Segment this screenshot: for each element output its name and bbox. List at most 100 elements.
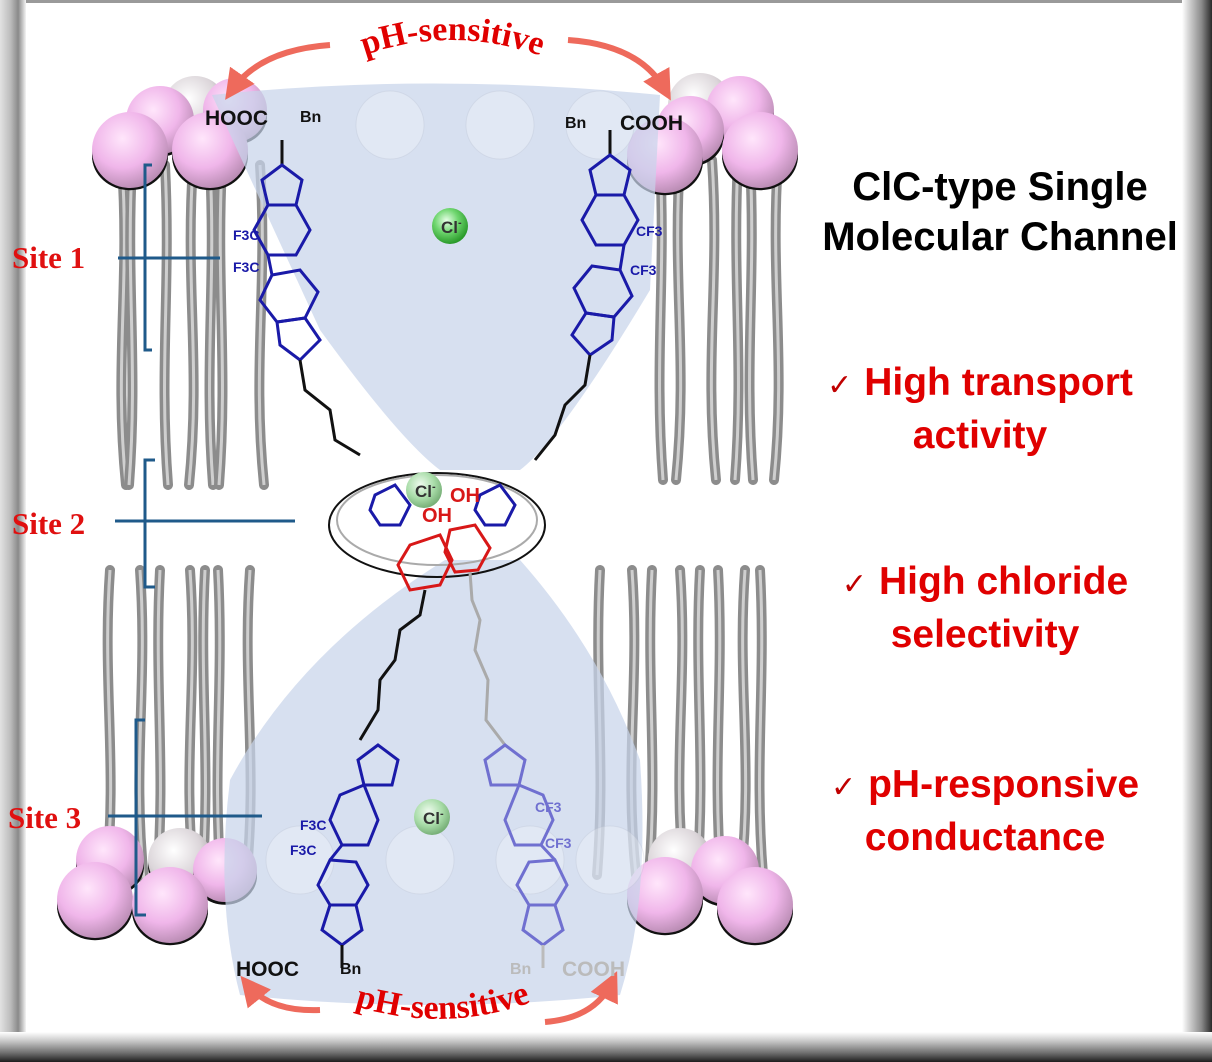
lipid-tail-highlight <box>709 159 718 481</box>
lipid-tail-highlight <box>739 569 748 876</box>
lipid-head <box>627 857 703 933</box>
channel-upper-cone <box>212 83 660 470</box>
ion-symbol: Cl <box>441 218 458 237</box>
lipid-tail-highlight <box>772 159 781 481</box>
ion-charge: - <box>440 808 444 820</box>
frame-left-edge <box>0 0 26 1062</box>
check-icon: ✓ <box>827 368 853 403</box>
lipid-tail-highlight <box>695 569 702 876</box>
ion-charge: - <box>458 217 462 229</box>
chloride-ion-middle <box>406 472 442 508</box>
site-2-bracket <box>115 458 295 589</box>
ph-arrow-top-left <box>225 42 331 100</box>
site-2-label: Site 2 <box>12 506 86 541</box>
site-brackets <box>108 163 295 917</box>
central-core <box>358 483 517 746</box>
feature-chloride-selectivity: ✓ High chloride selectivity <box>805 557 1165 660</box>
lipid-heads <box>57 73 798 946</box>
feature-1-line-1: High transport <box>864 361 1133 404</box>
lipid-tail-highlight <box>733 159 740 481</box>
lower-right-arm <box>483 743 569 968</box>
lipid-head <box>722 112 798 188</box>
lipid-tail-highlight <box>758 569 765 876</box>
lipid-tail-highlight <box>658 159 665 481</box>
feature-2-line-2: selectivity <box>890 613 1080 656</box>
check-icon: ✓ <box>830 770 857 805</box>
hooc-top-left: HOOC <box>205 107 268 130</box>
frame-top-edge <box>0 0 1212 3</box>
bn-bottom-right: Bn <box>510 961 531 978</box>
lipid-tail-highlight <box>748 159 755 481</box>
figure-title: ClC-type Single Molecular Channel <box>815 162 1185 262</box>
upper-right-arm <box>533 130 640 461</box>
ion-charge: - <box>432 481 436 493</box>
f3c-label-3: F3C <box>300 817 326 833</box>
feature-3-line-2: conductance <box>864 816 1106 859</box>
lipid-tail-highlight <box>674 159 683 481</box>
channel-lower-cone <box>224 560 643 1005</box>
lipid-tail-highlight <box>257 164 266 486</box>
lipid-tail-highlight <box>187 164 196 486</box>
ph-arrow-top-right <box>567 37 671 101</box>
cooh-top-right: COOH <box>620 112 683 135</box>
f3c-label-1: F3C <box>233 227 259 243</box>
ph-arrow-bottom-left <box>240 975 321 1014</box>
lipid-tail-highlight <box>137 569 146 881</box>
ph-sensitive-top-label: pH-sensitive <box>356 11 550 63</box>
lipid-tail-highlight <box>127 164 134 486</box>
frame-bottom-edge <box>0 1032 1212 1062</box>
lipid-head <box>132 867 208 943</box>
site-3-bracket <box>108 718 262 917</box>
lipid-head <box>92 112 168 188</box>
cf3-label-3: CF3 <box>535 799 562 815</box>
cooh-bottom-right: COOH <box>562 958 625 981</box>
lipid-head <box>717 867 793 943</box>
lower-left-arm <box>316 743 400 968</box>
lipid-tail-highlight <box>217 164 224 486</box>
cf3-label-4: CF3 <box>545 835 572 851</box>
feature-2-line-1: High chloride <box>878 560 1129 603</box>
lipid-tail-highlight <box>163 164 170 486</box>
chloride-ion-top <box>432 208 468 244</box>
bn-bottom-left: Bn <box>340 961 361 978</box>
lipid-head <box>57 862 133 938</box>
bn-top-right: Bn <box>565 115 586 132</box>
selectivity-filter-ring-back <box>336 474 538 566</box>
ion-label-top: Cl- <box>441 217 462 237</box>
frame-right-edge <box>1182 0 1212 1062</box>
f3c-label-4: F3C <box>290 842 316 858</box>
feature-3-line-1: pH-responsive <box>868 763 1140 806</box>
title-line-2: Molecular Channel <box>822 215 1178 259</box>
site-3-label: Site 3 <box>8 800 82 835</box>
feature-1-line-2: activity <box>912 414 1048 457</box>
oh-label-1: OH <box>450 485 480 507</box>
ph-arrow-bottom-right <box>544 971 618 1025</box>
ion-symbol: Cl <box>415 482 432 501</box>
upper-left-arm <box>252 140 361 457</box>
site-1-label: Site 1 <box>12 240 86 275</box>
lipid-tail-highlight <box>200 569 207 881</box>
site-1-bracket <box>118 163 220 352</box>
hooc-bottom-left: HOOC <box>236 958 299 981</box>
feature-transport-activity: ✓ High transport activity <box>790 358 1170 461</box>
ion-label-middle: Cl- <box>415 481 436 501</box>
title-line-1: ClC-type Single <box>852 165 1148 209</box>
f3c-label-2: F3C <box>233 259 259 275</box>
check-icon: ✓ <box>841 567 867 602</box>
ion-symbol: Cl <box>423 809 440 828</box>
chloride-ion-bottom <box>414 799 450 835</box>
cf3-label-2: CF3 <box>630 262 657 278</box>
oh-label-2: OH <box>422 505 452 527</box>
lipid-tail-highlight <box>716 569 723 876</box>
channel-ghost-spheres <box>265 90 645 895</box>
bn-top-left: Bn <box>300 109 321 126</box>
lipid-tail-highlight <box>647 569 654 876</box>
lipid-tail-highlight <box>119 164 128 486</box>
feature-ph-responsive: ✓ pH-responsive conductance <box>795 760 1175 863</box>
cf3-label-1: CF3 <box>636 223 663 239</box>
ion-label-bottom: Cl- <box>423 808 444 828</box>
selectivity-filter-ring <box>328 472 546 578</box>
lipid-tail-highlight <box>216 569 223 881</box>
